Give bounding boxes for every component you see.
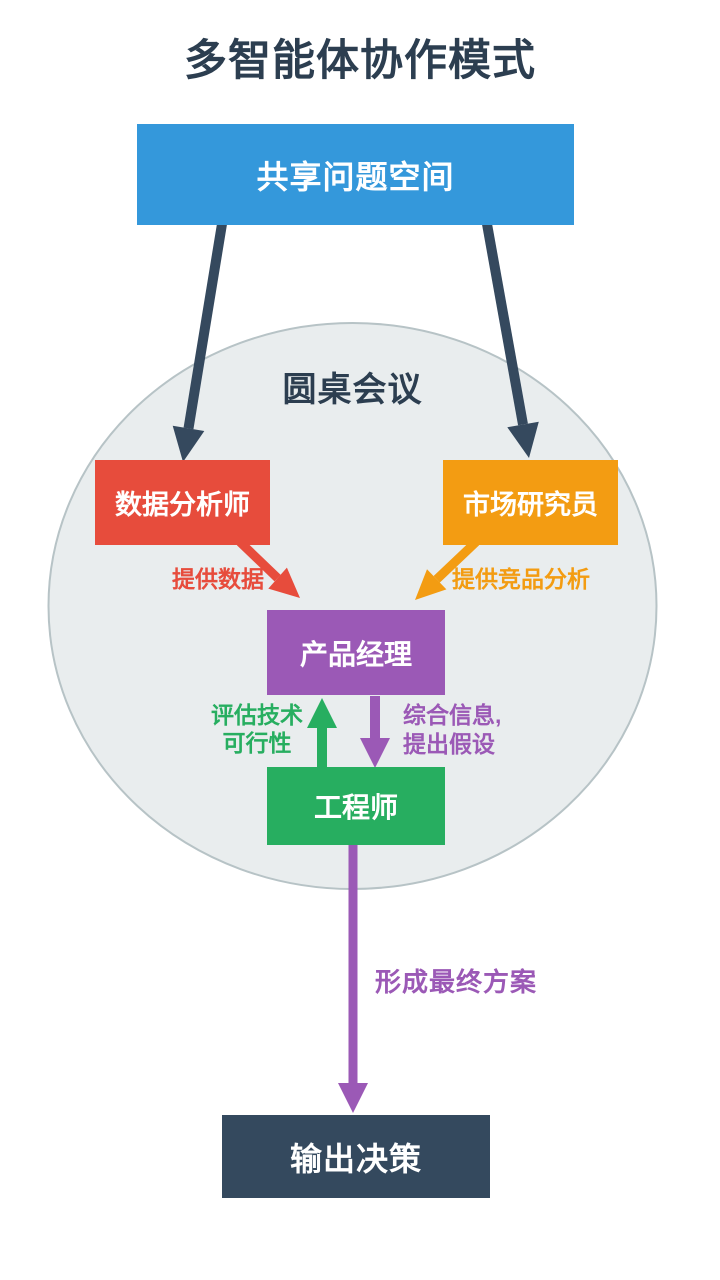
node-product-manager: 产品经理: [267, 610, 445, 695]
edge-label-synthesize-hypothesis: 综合信息, 提出假设: [403, 702, 502, 757]
edge-label-provide-competitive-analysis: 提供竞品分析: [452, 566, 590, 592]
node-data-analyst: 数据分析师: [95, 460, 270, 545]
arrow-pm-to-engineer: [360, 696, 390, 768]
arrow-engineer-to-pm: [307, 698, 337, 770]
arrow-engineer-to-output: [338, 843, 368, 1113]
node-market-researcher: 市场研究员: [443, 460, 618, 545]
edge-label-final-solution: 形成最终方案: [375, 967, 538, 997]
node-engineer: 工程师: [267, 767, 445, 845]
page-title: 多智能体协作模式: [184, 37, 536, 85]
arrow-researcher-to-pm: [415, 538, 480, 600]
arrow-shared-to-analyst: [172, 223, 227, 462]
arrow-analyst-to-pm: [236, 538, 300, 598]
node-shared-problem-space: 共享问题空间: [137, 124, 574, 225]
edge-label-provide-data: 提供数据: [172, 566, 264, 592]
arrow-shared-to-researcher: [482, 223, 539, 458]
edge-label-evaluate-feasibility: 评估技术 可行性: [211, 702, 303, 756]
node-output-decision: 输出决策: [222, 1115, 490, 1198]
roundtable-label: 圆桌会议: [282, 371, 423, 409]
